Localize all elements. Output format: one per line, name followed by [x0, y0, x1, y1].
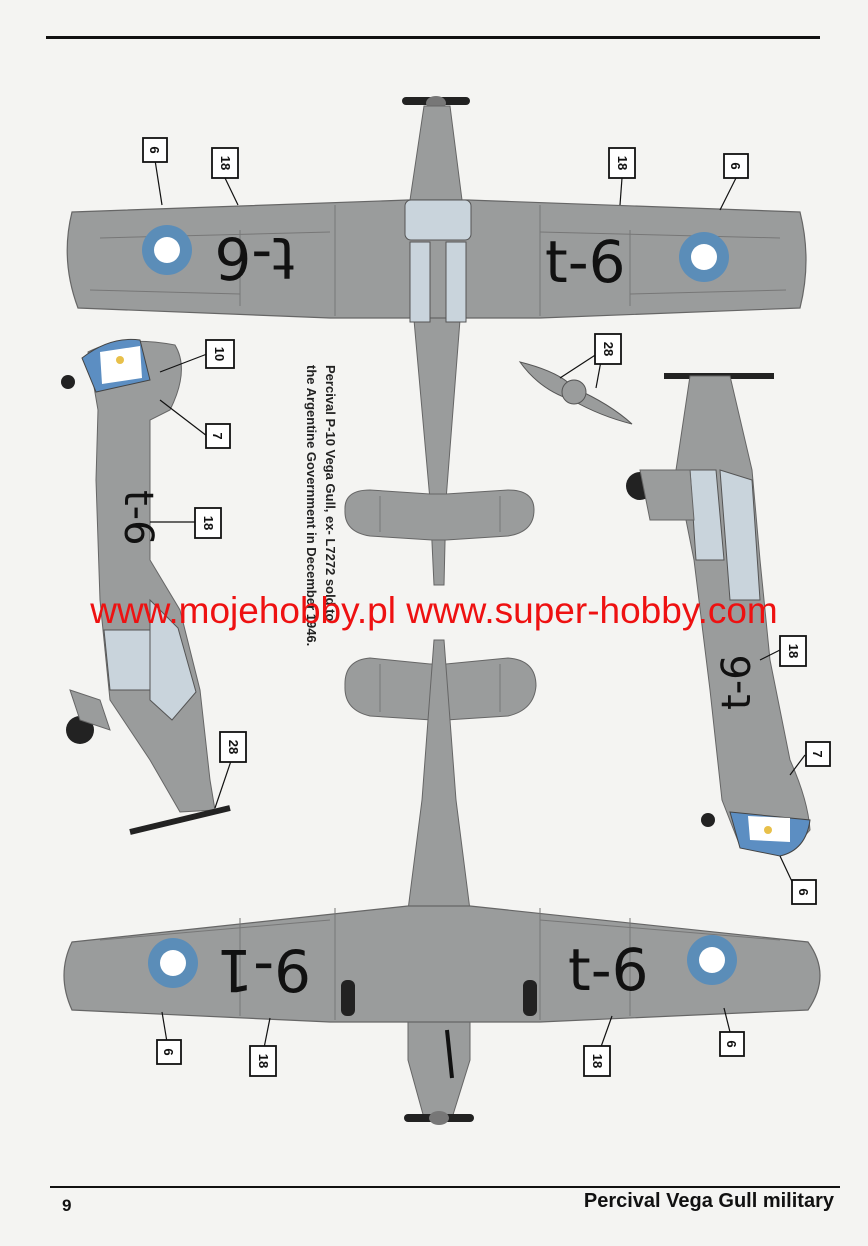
- top-view-code-left: t-6: [214, 224, 295, 292]
- callout-18-a: 18: [211, 147, 239, 179]
- callout-18-d: 18: [779, 635, 807, 667]
- loose-propeller: [518, 361, 633, 425]
- svg-text:18: 18: [201, 516, 216, 530]
- svg-text:7: 7: [810, 750, 825, 757]
- watermark-urls: www.mojehobby.pl www.super-hobby.com: [90, 590, 778, 631]
- svg-text:18: 18: [590, 1054, 605, 1068]
- page-number: 9: [62, 1196, 72, 1215]
- svg-text:18: 18: [256, 1054, 271, 1068]
- callout-7-a: 7: [205, 423, 231, 449]
- callout-6-e: 6: [719, 1031, 745, 1057]
- bottom-view-code-left: 9-1: [216, 936, 311, 1004]
- right-side-view-aircraft: t-6: [626, 373, 811, 857]
- top-rule: [46, 36, 820, 39]
- callout-6-d: 6: [156, 1039, 182, 1065]
- callout-6-b: 6: [723, 153, 749, 179]
- bottom-view-code-right: t-6: [568, 936, 649, 1004]
- callout-28-b: 28: [594, 333, 622, 365]
- right-side-code: t-6: [714, 654, 760, 710]
- bottom-view-aircraft: 9-1 t-6: [63, 639, 821, 1125]
- svg-text:6: 6: [728, 162, 743, 169]
- left-side-view-aircraft: t-6: [61, 338, 231, 835]
- callout-6-c: 6: [791, 879, 817, 905]
- callout-18-b: 18: [608, 147, 636, 179]
- callout-18-c: 18: [194, 507, 222, 539]
- svg-text:10: 10: [212, 347, 227, 361]
- svg-text:28: 28: [226, 740, 241, 754]
- top-view-aircraft: t-6 t-6: [66, 96, 807, 586]
- caption-line-1: Percival P-10 Vega Gull, ex- L7272 sold …: [323, 365, 338, 622]
- callout-7-b: 7: [805, 741, 831, 767]
- svg-text:18: 18: [615, 156, 630, 170]
- callout-6-a: 6: [142, 137, 168, 163]
- svg-text:6: 6: [161, 1048, 176, 1055]
- callout-18-f: 18: [583, 1045, 611, 1077]
- svg-text:6: 6: [724, 1040, 739, 1047]
- left-side-code: t-6: [115, 490, 161, 546]
- svg-text:28: 28: [601, 342, 616, 356]
- svg-text:6: 6: [147, 146, 162, 153]
- top-view-code-right: t-6: [545, 228, 626, 296]
- svg-text:7: 7: [210, 432, 225, 439]
- svg-text:18: 18: [786, 644, 801, 658]
- callout-28-a: 28: [219, 731, 247, 763]
- caption-line-2: the Argentine Government in December 194…: [304, 365, 319, 647]
- bottom-rule: [50, 1186, 840, 1188]
- page-footer-title: Percival Vega Gull military: [583, 1190, 834, 1212]
- callout-10: 10: [205, 339, 235, 369]
- aircraft-caption: Percival P-10 Vega Gull, ex- L7272 sold …: [300, 365, 340, 705]
- callout-18-e: 18: [249, 1045, 277, 1077]
- svg-text:6: 6: [796, 888, 811, 895]
- svg-text:18: 18: [218, 156, 233, 170]
